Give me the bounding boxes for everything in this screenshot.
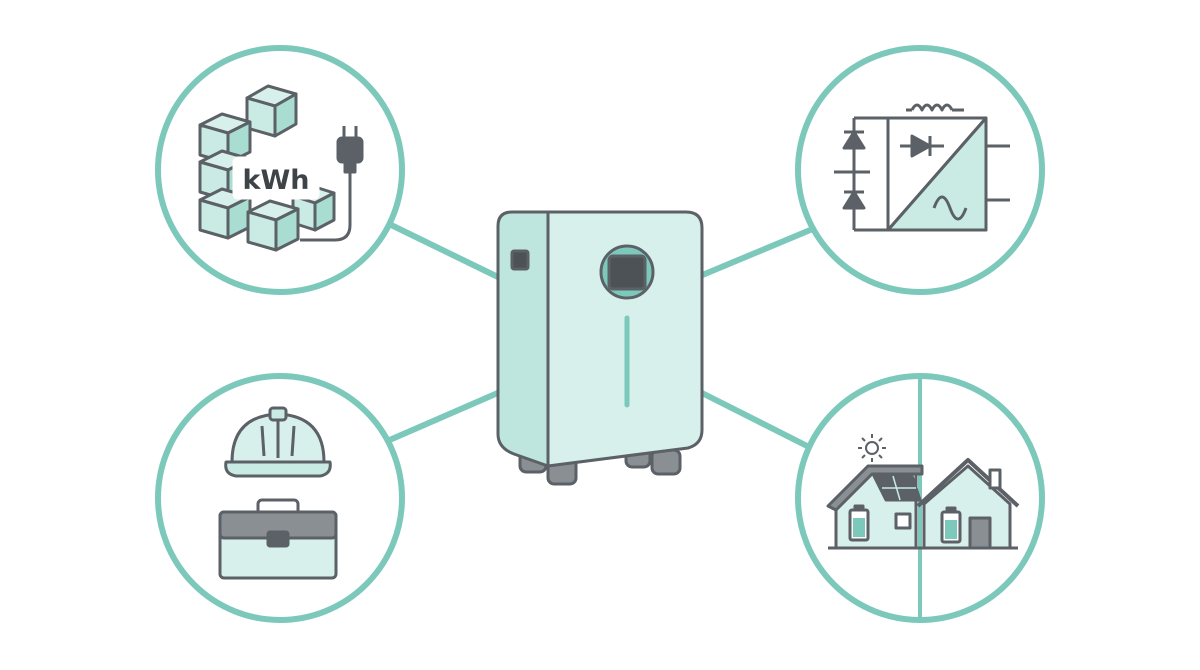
connector-top-right — [697, 225, 818, 279]
house-right — [916, 458, 1020, 550]
home-battery-unit — [496, 210, 704, 486]
inverter-circuit-icon — [834, 103, 1010, 232]
plug-cable — [300, 170, 352, 242]
cube-bottom-middle — [246, 199, 300, 252]
battery-side-vent — [510, 249, 530, 271]
house-left — [826, 464, 924, 550]
kwh-label-box — [232, 156, 320, 200]
hard-hat-icon — [224, 406, 332, 478]
cube-bottom-left — [198, 187, 252, 240]
rectifier-diode-bottom — [842, 190, 866, 210]
connector-lines — [382, 219, 818, 453]
inverter-diode — [900, 134, 944, 158]
plug-icon — [336, 126, 364, 174]
battery-display-screen — [607, 254, 647, 291]
connector-bottom-left — [382, 389, 503, 445]
cube-back-right — [245, 84, 298, 138]
battery-capacity-cubes-icon — [198, 84, 364, 252]
connector-bottom-right — [697, 389, 818, 453]
sine-wave — [932, 195, 968, 221]
home-solar-storage-icon — [826, 378, 1020, 618]
connector-top-left — [382, 219, 503, 281]
sun-icon — [858, 434, 886, 462]
installation-service-icon — [218, 406, 338, 580]
rectifier-diode-top — [842, 130, 866, 150]
kwh-label: kWh — [243, 165, 310, 196]
inductor-coil — [910, 103, 954, 112]
toolbox-icon — [218, 498, 338, 580]
